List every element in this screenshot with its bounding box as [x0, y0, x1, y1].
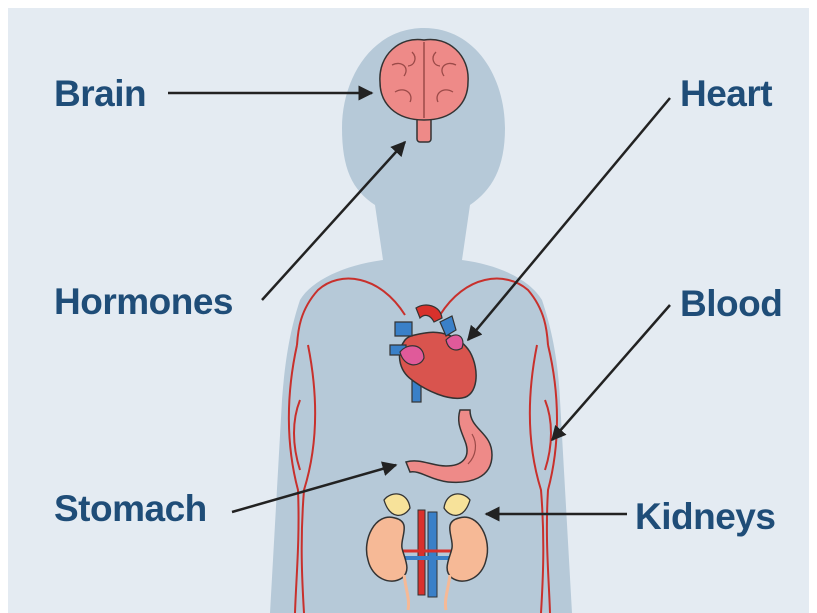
label-kidneys: Kidneys: [635, 498, 775, 535]
label-blood: Blood: [680, 285, 782, 322]
arrow-blood: [552, 305, 670, 440]
label-brain: Brain: [54, 75, 146, 112]
label-hormones: Hormones: [54, 283, 233, 320]
label-heart: Heart: [680, 75, 772, 112]
label-stomach: Stomach: [54, 490, 207, 527]
